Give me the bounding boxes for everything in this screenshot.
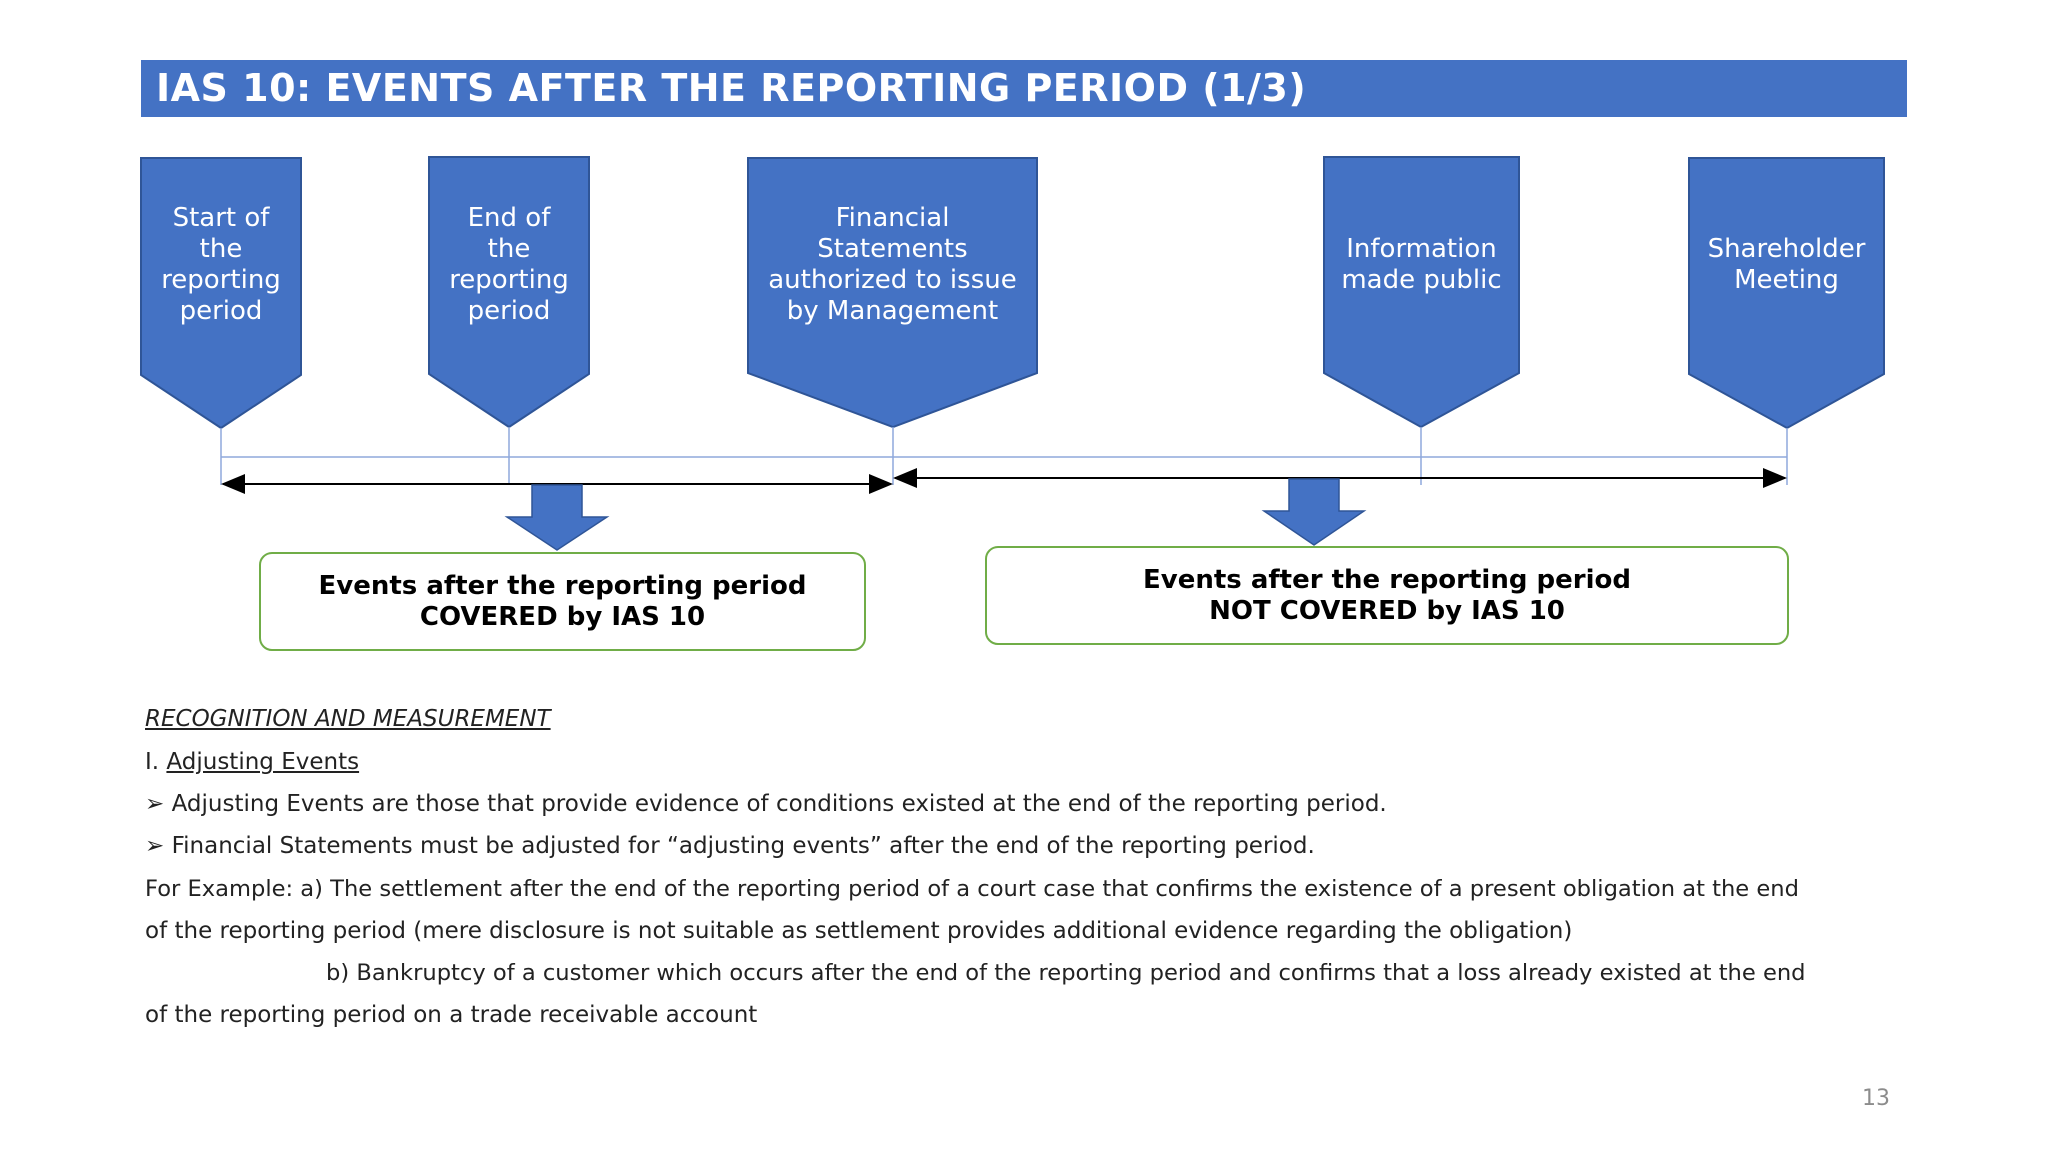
bullet-item-2: ➢ Financial Statements must be adjusted … [145, 833, 1315, 859]
milestone-shape-shareholder [1688, 157, 1885, 430]
milestone-label-fs-authorized: Financial Statements authorized to issue… [768, 203, 1017, 326]
example-line-1: For Example: a) The settlement after the… [145, 876, 1799, 902]
milestone-shape-info-public [1323, 156, 1520, 429]
not-covered-box [985, 546, 1789, 645]
bullet-text-1: Adjusting Events are those that provide … [171, 791, 1387, 817]
subheading-number: I. [145, 749, 160, 775]
milestone-label-info-public: Information made public [1341, 234, 1502, 295]
page-number: 13 [1862, 1086, 1890, 1111]
arrowhead-bullet-icon: ➢ [145, 833, 165, 859]
subheading: I. Adjusting Events [145, 749, 359, 775]
milestone-label-end: End of the reporting period [449, 203, 569, 326]
bullet-item-1: ➢ Adjusting Events are those that provid… [145, 791, 1387, 817]
covered-down-arrow-icon [504, 484, 610, 551]
bullet-text-2: Financial Statements must be adjusted fo… [171, 833, 1315, 859]
not-covered-box-line1: Events after the reporting period [1143, 564, 1631, 595]
covered-box-line1: Events after the reporting period [318, 570, 807, 601]
example-b-line-2: of the reporting period on a trade recei… [145, 1002, 758, 1028]
example-b-line-1: b) Bankruptcy of a customer which occurs… [326, 960, 1806, 986]
milestone-label-start: Start of the reporting period [161, 203, 281, 326]
milestone-shape-end [428, 156, 590, 429]
milestone-shape-start [140, 157, 302, 430]
section-heading: RECOGNITION AND MEASUREMENT [145, 706, 551, 732]
milestone-shape-fs-authorized [747, 157, 1038, 429]
covered-box-line2: COVERED by IAS 10 [419, 601, 706, 632]
not-covered-down-arrow-icon [1261, 478, 1367, 546]
timeline-connectors [220, 427, 1788, 485]
arrowhead-bullet-icon: ➢ [145, 791, 165, 817]
slide-title: IAS 10: EVENTS AFTER THE REPORTING PERIO… [141, 60, 1907, 117]
milestone-label-shareholder: Shareholder Meeting [1707, 234, 1866, 295]
covered-box [259, 552, 866, 651]
subheading-text: Adjusting Events [166, 749, 360, 775]
covered-box-label: Events after the reporting period COVERE… [260, 553, 865, 650]
example-line-2: of the reporting period (mere disclosure… [145, 918, 1573, 944]
not-covered-box-line2: NOT COVERED by IAS 10 [1209, 595, 1565, 626]
not-covered-box-label: Events after the reporting period NOT CO… [986, 547, 1788, 644]
